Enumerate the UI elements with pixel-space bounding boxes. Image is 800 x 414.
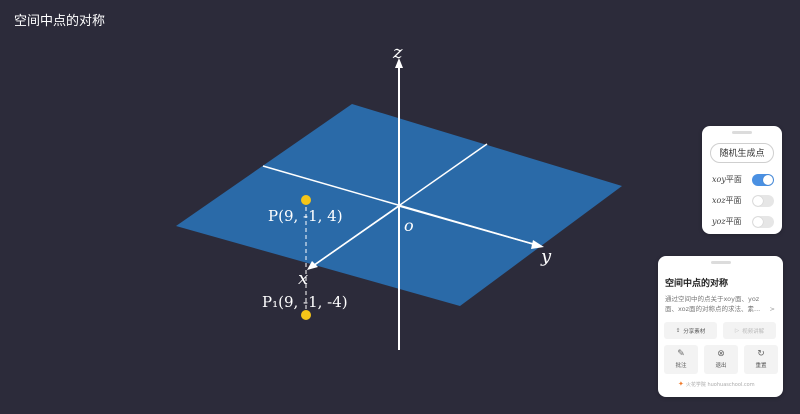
drag-handle[interactable]	[732, 131, 752, 134]
xoz-label: xoz平面	[712, 196, 742, 205]
brand-logo-icon: ✦	[678, 380, 684, 388]
toggle-row-yoz: yoz平面	[702, 211, 782, 232]
point-p1-label: P₁(9, -1, -4)	[262, 293, 348, 311]
x-axis-arrow	[307, 261, 318, 270]
random-point-button[interactable]: 随机生成点	[710, 143, 774, 163]
yoz-toggle[interactable]	[752, 215, 774, 228]
control-panel: 随机生成点 xoy平面 xoz平面 yoz平面	[702, 126, 782, 234]
point-p1[interactable]	[301, 310, 311, 320]
x-axis	[309, 205, 400, 269]
y-axis-arrow	[531, 240, 544, 249]
y-axis-label: y	[540, 246, 552, 267]
footer: ✦ 火花学院 huohuaschool.com	[678, 380, 783, 388]
xoz-toggle[interactable]	[752, 194, 774, 207]
close-circle-icon: ⊗	[717, 349, 725, 359]
video-label: 视频讲解	[742, 328, 765, 335]
info-description[interactable]: 通过空间中的点关于xoy面、yoz面、xoz面的对称点的求法、素... >	[665, 294, 775, 314]
info-card: 空间中点的对称 通过空间中的点关于xoy面、yoz面、xoz面的对称点的求法、素…	[658, 256, 783, 397]
drag-handle[interactable]	[710, 261, 731, 264]
yoz-label: yoz平面	[712, 217, 742, 226]
app-title: 空间中点的对称	[14, 14, 106, 29]
play-icon: ▷	[734, 327, 740, 334]
share-icon: ⇪	[675, 327, 681, 334]
annotate-button[interactable]: ✎ 批注	[664, 345, 698, 374]
toggle-row-xoy: xoy平面	[702, 169, 782, 190]
xoy-label: xoy平面	[712, 175, 742, 184]
share-button[interactable]: ⇪ 分享素材	[664, 322, 717, 339]
toggle-row-xoz: xoz平面	[702, 190, 782, 211]
point-p-label: P(9, -1, 4)	[268, 207, 343, 225]
exit-button[interactable]: ⊗ 退出	[704, 345, 738, 374]
info-title: 空间中点的对称	[665, 279, 729, 289]
reset-button[interactable]: ↻ 重置	[744, 345, 778, 374]
toggle-knob	[753, 195, 763, 206]
exit-label: 退出	[715, 363, 727, 369]
z-axis-label: z	[392, 42, 403, 63]
point-p[interactable]	[301, 195, 311, 205]
footer-text: 火花学院 huohuaschool.com	[685, 381, 755, 388]
chevron-right-icon[interactable]: >	[769, 305, 775, 313]
y-axis	[398, 205, 541, 247]
pen-icon: ✎	[677, 349, 685, 359]
reset-label: 重置	[755, 363, 767, 369]
share-label: 分享素材	[683, 328, 706, 335]
toggle-knob	[753, 216, 763, 227]
description-text: 通过空间中的点关于xoy面、yoz面、xoz面的对称点的求法、素...	[665, 295, 761, 313]
video-button[interactable]: ▷ 视频讲解	[723, 322, 776, 339]
xoy-toggle[interactable]	[752, 173, 774, 186]
x-axis-label: x	[298, 268, 308, 289]
z-axis-arrow	[395, 58, 403, 68]
toggle-knob	[763, 174, 773, 185]
origin-label: o	[404, 216, 414, 235]
refresh-icon: ↻	[757, 349, 765, 359]
annotate-label: 批注	[675, 363, 687, 369]
